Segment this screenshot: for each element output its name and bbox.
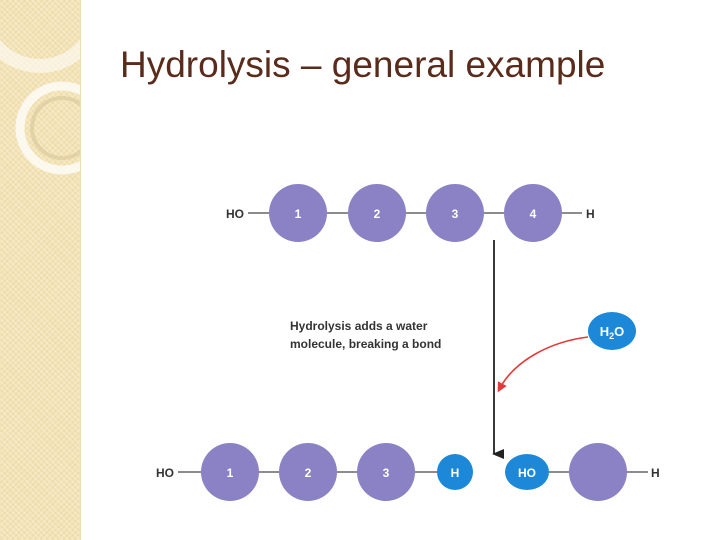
top-left-cap: HO — [226, 207, 244, 221]
ring-middle-outer — [15, 81, 80, 175]
annotation-line-1: Hydrolysis adds a water — [290, 319, 428, 333]
bottom-monomer-2-label: 2 — [305, 466, 312, 480]
top-monomer-2 — [348, 184, 406, 242]
bottom-monomer-1 — [201, 443, 259, 501]
water-molecule: H2O — [588, 312, 636, 350]
water-formula: H2O — [600, 324, 625, 341]
ring-top — [0, 39, 80, 73]
top-monomer-3 — [426, 184, 484, 242]
bottom-monomer-4 — [569, 443, 627, 501]
top-monomer-3-label: 3 — [452, 207, 459, 221]
top-monomer-1-label: 1 — [295, 207, 302, 221]
released-ho-group — [505, 454, 549, 490]
annotation-line-2: molecule, breaking a bond — [290, 337, 441, 351]
slide-title: Hydrolysis – general example — [120, 44, 606, 85]
water-addition-arrow — [497, 336, 589, 393]
released-ho-label: HO — [518, 466, 536, 480]
ring-middle-inner — [30, 96, 80, 160]
top-monomer-4 — [504, 184, 562, 242]
bottom-monomer-3-label: 3 — [383, 466, 390, 480]
bottom-left-cap: HO — [156, 466, 174, 480]
top-right-cap: H — [586, 207, 595, 221]
bottom-chain: HO 1 2 3 H HO H — [156, 443, 660, 501]
released-h-group — [437, 454, 473, 490]
bottom-monomer-2 — [279, 443, 337, 501]
top-monomer-1 — [269, 184, 327, 242]
released-h-label: H — [451, 466, 460, 480]
bottom-monomer-3 — [357, 443, 415, 501]
decorative-rings — [0, 39, 80, 175]
bottom-right-cap: H — [651, 466, 660, 480]
top-monomer-2-label: 2 — [374, 207, 381, 221]
bottom-monomer-1-label: 1 — [227, 466, 234, 480]
top-monomer-4-label: 4 — [530, 207, 537, 221]
water-bubble — [588, 312, 636, 350]
top-chain: HO 1 2 3 4 H — [226, 184, 595, 242]
sidebar-decoration — [0, 0, 81, 540]
